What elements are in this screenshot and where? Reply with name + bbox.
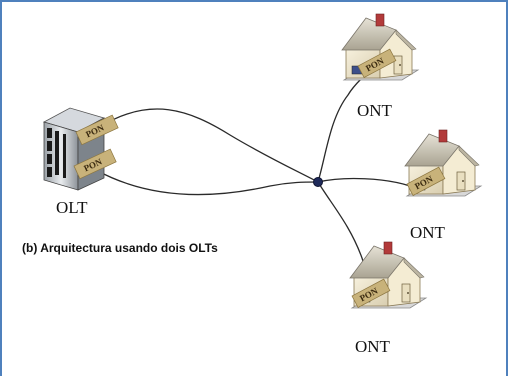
fiber-ont-middle <box>317 177 411 187</box>
ont-middle-house-icon: PON <box>404 129 482 197</box>
fiber-cables <box>95 77 411 287</box>
diagram-caption: (b) Arquitectura usando dois OLTs <box>22 241 218 255</box>
ont-bottom-house-icon: PON <box>349 241 427 309</box>
ont-label-middle: ONT <box>410 223 446 242</box>
ont-label-bottom: ONT <box>355 337 391 356</box>
ont-label-top: ONT <box>357 101 393 120</box>
ont-top-house-icon: PON <box>341 13 419 81</box>
olt-rack-icon: PON PON <box>42 107 119 191</box>
fiber-olt-upper <box>97 108 319 183</box>
splitter-node-icon <box>313 177 323 187</box>
fiber-ont-top <box>317 77 363 183</box>
fiber-olt-lower <box>95 169 319 196</box>
olt-label: OLT <box>56 198 88 217</box>
